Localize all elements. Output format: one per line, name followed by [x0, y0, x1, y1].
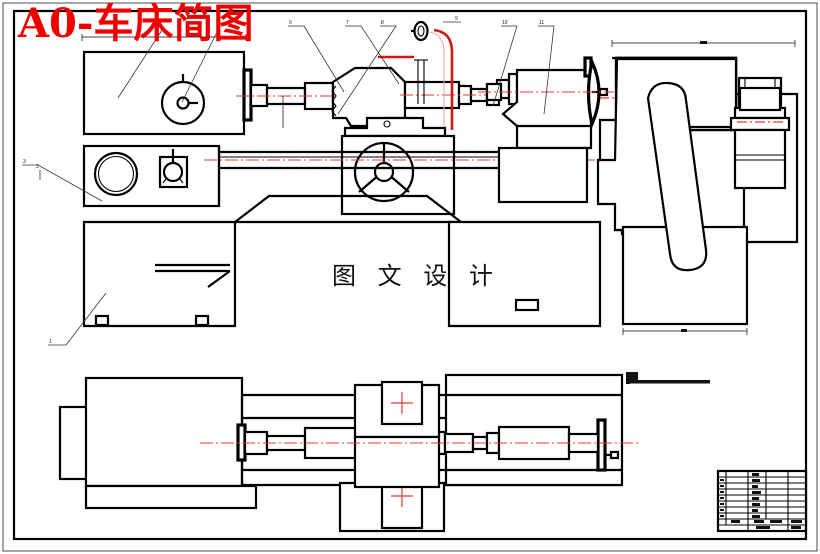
carriage-apron: [340, 116, 456, 216]
leader-lines: 6 7 8 9 10 11 3 1 2: [22, 16, 555, 346]
balloon-7: 7: [346, 20, 349, 26]
plan-cross-slide-front: [338, 435, 446, 533]
plan-motor: [58, 405, 90, 481]
watermark-text: 图 文 设 计: [332, 262, 500, 290]
tailstock-handwheel: [583, 56, 609, 130]
balloon-10: 10: [502, 20, 508, 26]
side-top-dimension: [611, 40, 796, 47]
control-knob: [158, 149, 189, 189]
toolpost-block: [331, 66, 510, 128]
spindle-assembly: [236, 68, 340, 128]
balloon-8: 8: [381, 20, 384, 26]
headstock-dial: [160, 74, 206, 126]
tailstock: [478, 56, 614, 150]
headstock-dimension: [81, 34, 247, 41]
coolant-hose: [378, 20, 454, 130]
gearbox-housing: [82, 144, 221, 208]
front-elevation-view: [81, 20, 614, 328]
balloon-3: 3: [23, 159, 26, 165]
balloon-2: 2: [36, 164, 39, 170]
pedestals: [82, 194, 602, 328]
page-title: A0-车床简图: [18, 0, 254, 47]
title-block[interactable]: [716, 469, 808, 533]
gearbox-ring: [93, 151, 139, 197]
balloon-1: 1: [49, 339, 52, 345]
plan-cross-slide-rear: [353, 380, 441, 439]
motor-assembly: [729, 76, 791, 190]
drawing-note: [626, 372, 710, 384]
plan-headstock-base: [84, 484, 258, 510]
side-bottom-dimension: [622, 328, 748, 335]
angled-slideway: [646, 81, 708, 272]
headstock: [82, 50, 246, 136]
balloon-11: 11: [539, 20, 544, 26]
lathe-bed: [204, 146, 600, 206]
side-elevation-view: [596, 40, 799, 335]
balloon-9: 9: [455, 16, 458, 22]
balloon-6: 6: [289, 20, 292, 26]
plan-headstock: [84, 376, 244, 488]
plan-view: [58, 373, 640, 533]
